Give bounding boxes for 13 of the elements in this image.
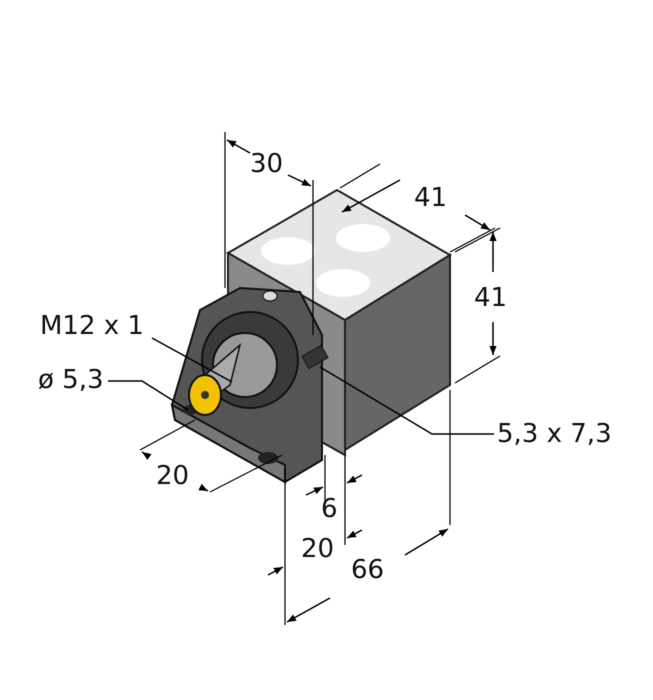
dimension-label: 41 xyxy=(474,284,508,312)
leader-line xyxy=(152,337,232,383)
dimension-label: M12 x 1 xyxy=(40,312,144,340)
dimension-label: 66 xyxy=(351,556,384,584)
dimension-label: 5,3 x 7,3 xyxy=(497,420,612,448)
dimension-label: 20 xyxy=(301,535,334,563)
dimension-label: 6 xyxy=(321,495,338,523)
leader-line xyxy=(320,366,494,435)
dimension-label: 41 xyxy=(414,184,448,212)
dimension-label: 30 xyxy=(250,150,284,178)
dimension-label: 20 xyxy=(156,462,190,490)
dimension-label: ø 5,3 xyxy=(38,366,104,394)
leader-line xyxy=(108,380,188,411)
